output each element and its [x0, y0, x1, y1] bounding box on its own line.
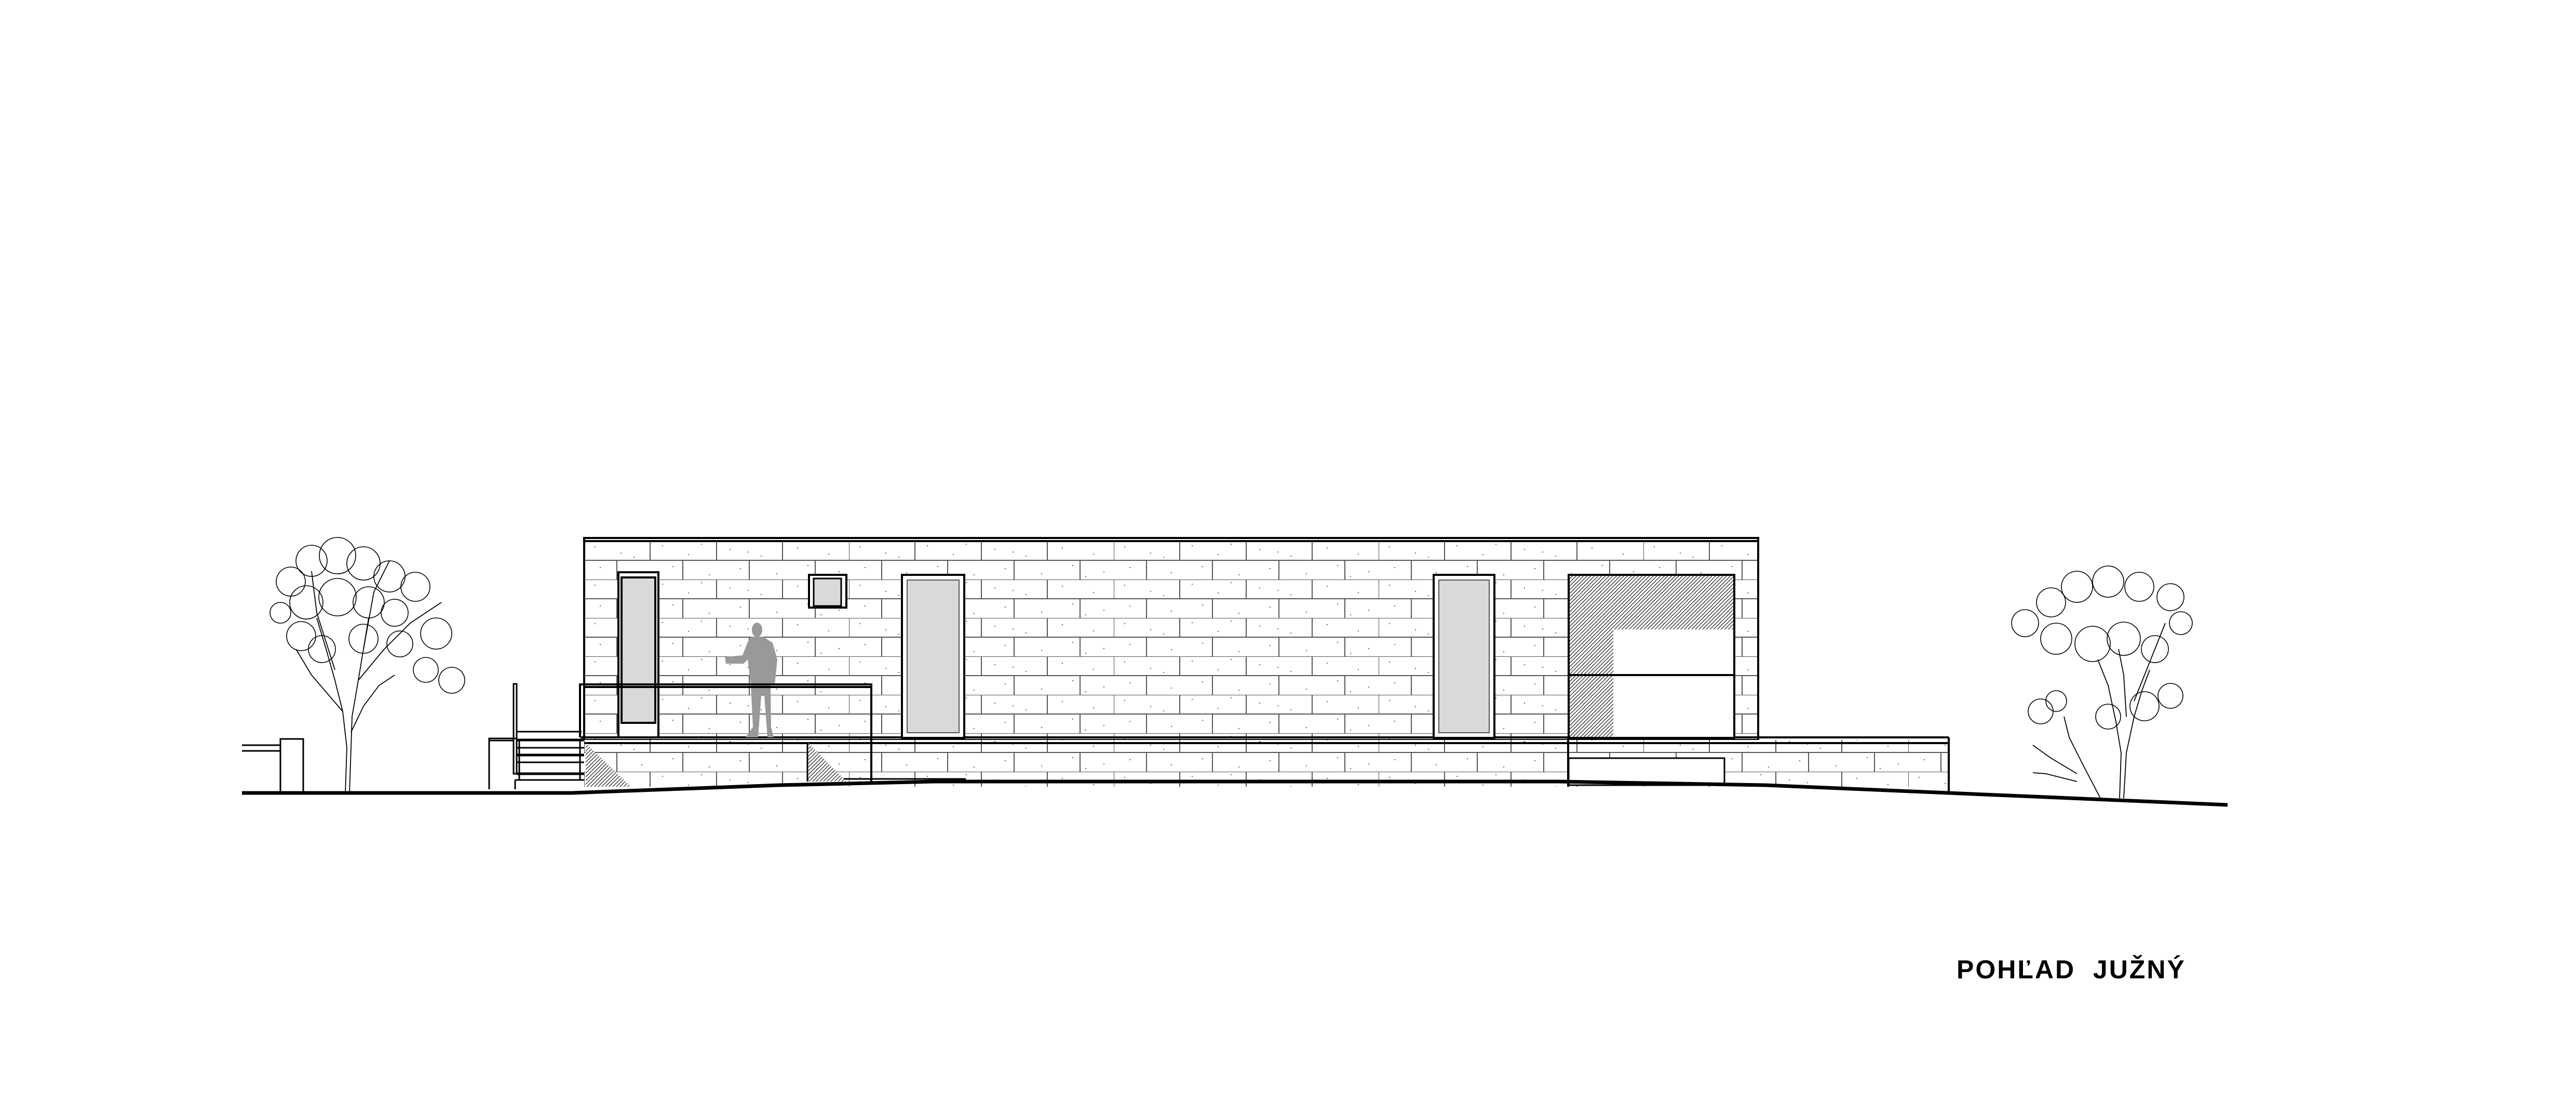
- window-middle: [901, 574, 965, 739]
- window-small: [808, 574, 847, 609]
- building-facade: [583, 537, 1759, 741]
- garden-wall-left: [242, 738, 304, 794]
- hatched-triangle-left: [586, 743, 631, 787]
- hatched-triangle-mid: [808, 743, 846, 782]
- window-door-left: [617, 571, 659, 738]
- ground-line: [242, 779, 2228, 807]
- tree-left-icon: [269, 537, 465, 794]
- terrace-railing: [579, 683, 872, 782]
- drawing-title: POHĽAD JUŽNÝ: [1957, 955, 2186, 984]
- stairs: [488, 683, 584, 789]
- window-right: [1433, 574, 1495, 739]
- hatched-entrance-panel: [1568, 574, 1735, 739]
- tree-right-icon: [2011, 566, 2193, 799]
